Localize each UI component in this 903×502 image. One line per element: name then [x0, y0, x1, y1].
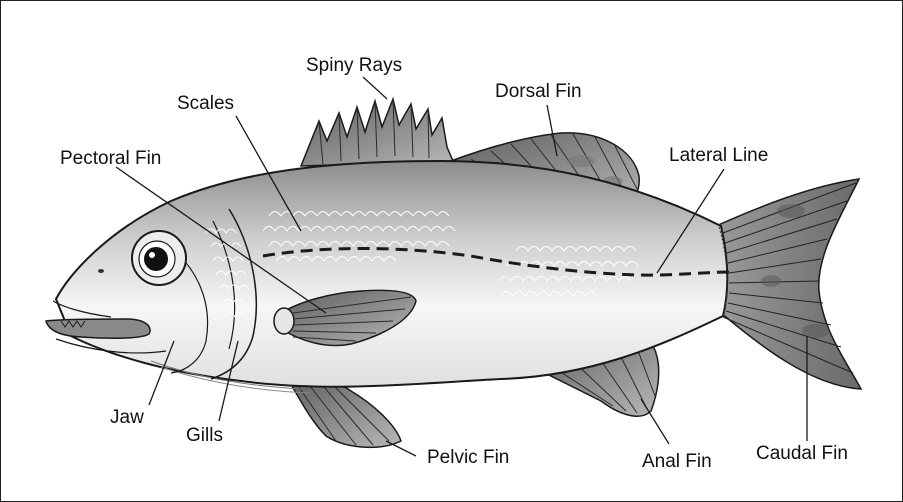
label-jaw: Jaw: [110, 407, 144, 428]
label-scales: Scales: [177, 93, 234, 114]
label-gills: Gills: [186, 425, 223, 446]
label-dorsal-fin: Dorsal Fin: [495, 81, 582, 102]
label-caudal-fin: Caudal Fin: [756, 443, 848, 464]
spiny-rays-fin: [301, 99, 453, 166]
caudal-fin: [716, 179, 861, 389]
label-pelvic-fin: Pelvic Fin: [427, 447, 509, 468]
label-anal-fin: Anal Fin: [642, 451, 712, 472]
label-pectoral-fin: Pectoral Fin: [60, 148, 161, 169]
label-spiny-rays: Spiny Rays: [306, 55, 402, 76]
label-lateral-line: Lateral Line: [669, 145, 768, 166]
